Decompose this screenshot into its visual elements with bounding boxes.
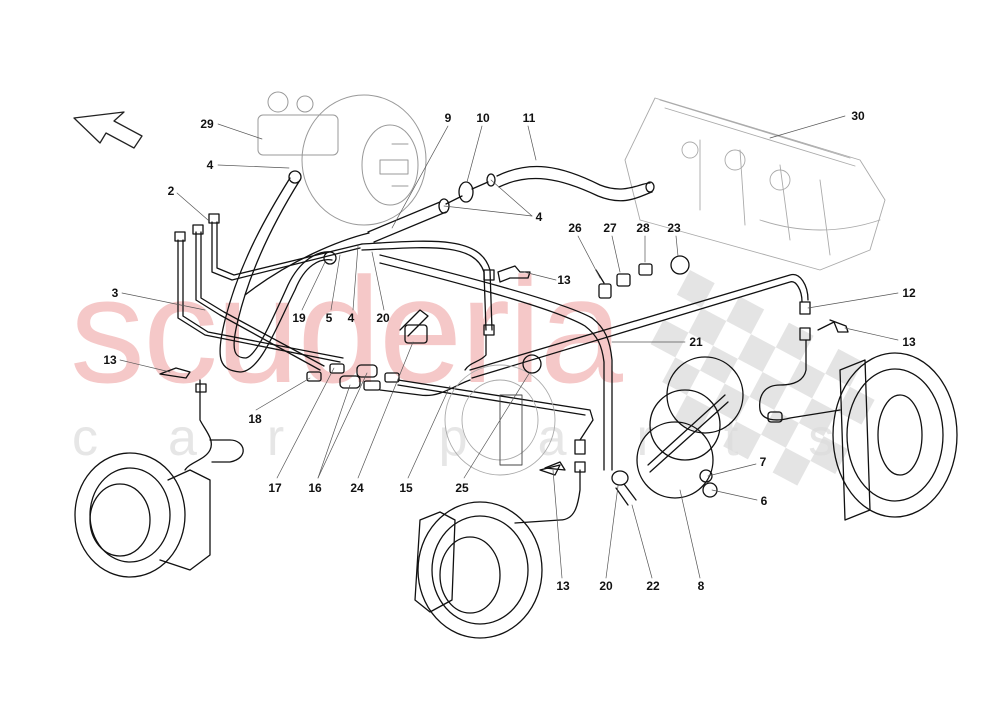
leader-lines — [119, 115, 899, 579]
callout-label[interactable]: 12 — [902, 286, 916, 300]
brake-disc-front-left — [74, 379, 244, 578]
callout-label[interactable]: 17 — [268, 481, 282, 495]
callout-label[interactable]: 23 — [667, 221, 681, 235]
callout-label[interactable]: 7 — [759, 455, 767, 469]
callout-label[interactable]: 10 — [476, 111, 490, 125]
callout-label[interactable]: 19 — [292, 311, 306, 325]
rear-brake-line — [469, 273, 841, 423]
callout-label[interactable]: 26 — [568, 221, 582, 235]
callout-label[interactable]: 6 — [760, 494, 768, 508]
front-brake-lines — [174, 213, 495, 371]
callout-label[interactable]: 20 — [599, 579, 613, 593]
vacuum-reservoir-spheres — [636, 356, 744, 499]
pipe-clips — [159, 265, 849, 471]
vacuum-line — [379, 254, 637, 506]
callout-label[interactable]: 29 — [200, 117, 214, 131]
callout-label[interactable]: 20 — [376, 311, 390, 325]
callout-label[interactable]: 21 — [689, 335, 703, 349]
pressure-switch — [399, 309, 429, 344]
callout-label[interactable]: 5 — [325, 311, 333, 325]
callout-label[interactable]: 25 — [455, 481, 469, 495]
callout-label[interactable]: 13 — [103, 353, 117, 367]
brake-line-unions — [306, 363, 594, 441]
brake-booster-master-cylinder — [257, 91, 427, 226]
watermark-subtitle-text: car parts — [72, 409, 905, 467]
callout-label[interactable]: 13 — [902, 335, 916, 349]
callout-label[interactable]: 4 — [535, 210, 543, 224]
callout-label[interactable]: 24 — [350, 481, 364, 495]
callout-label[interactable]: 4 — [347, 311, 355, 325]
callout-label[interactable]: 8 — [697, 579, 705, 593]
arrow-up-left-icon — [73, 111, 143, 149]
callout-label[interactable]: 28 — [636, 221, 650, 235]
watermark-brand-text: scuderia — [70, 246, 623, 414]
callout-label[interactable]: 9 — [444, 111, 452, 125]
callout-label[interactable]: 30 — [851, 109, 865, 123]
callout-label[interactable]: 27 — [603, 221, 617, 235]
vacuum-hose-assembly — [244, 165, 655, 296]
callout-label[interactable]: 15 — [399, 481, 413, 495]
callout-label[interactable]: 13 — [556, 579, 570, 593]
callout-label[interactable]: 16 — [308, 481, 322, 495]
brake-disc-center — [414, 439, 586, 639]
brake-disc-rear-right — [832, 352, 958, 521]
callout-label[interactable]: 13 — [557, 273, 571, 287]
callout-label[interactable]: 2 — [167, 184, 175, 198]
brake-disc-rear-center — [444, 364, 556, 476]
engine-intake-manifold — [624, 97, 886, 271]
callout-label[interactable]: 4 — [206, 158, 214, 172]
callout-label[interactable]: 3 — [111, 286, 119, 300]
callout-label[interactable]: 18 — [248, 412, 262, 426]
callout-label[interactable]: 22 — [646, 579, 660, 593]
callout-label[interactable]: 11 — [522, 111, 536, 125]
